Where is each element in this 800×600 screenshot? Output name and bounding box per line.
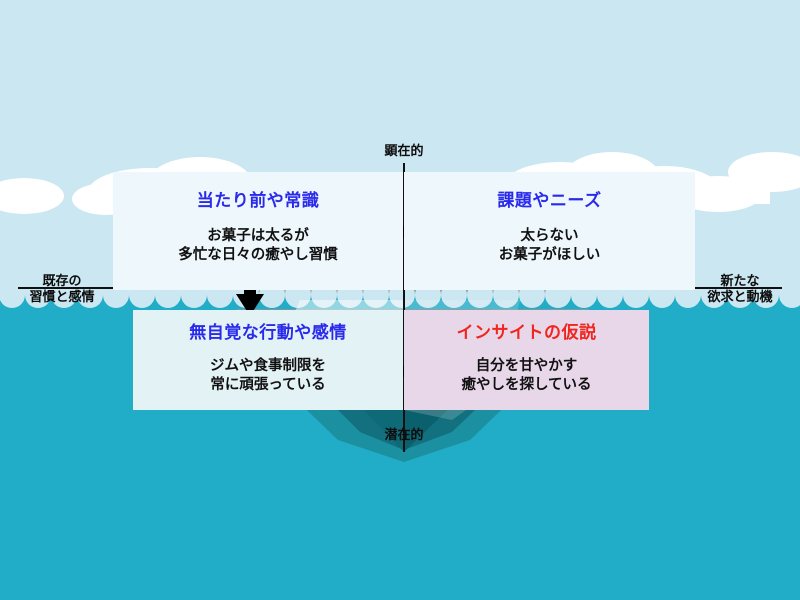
quadrant-top-right-heading: 課題やニーズ: [497, 191, 602, 211]
quadrant-bottom-left-body: ジムや食事制限を 常に頑張っている: [210, 357, 326, 393]
quadrant-top-left-body: お菓子は太るが 多忙な日々の癒やし習慣: [178, 227, 338, 263]
quadrant-bottom-right-body: 自分を甘やかす 癒やしを探している: [461, 357, 592, 393]
axis-label-top: 顕在的: [384, 144, 424, 159]
axis-label-right: 新たな 欲求と動機: [707, 274, 773, 306]
quadrant-top-right-body: 太らない お菓子がほしい: [498, 227, 601, 263]
cloud-far-left: [0, 178, 64, 214]
quadrant-bottom-left: 無自覚な行動や感情 ジムや食事制限を 常に頑張っている: [133, 310, 403, 410]
quadrant-top-left-heading: 当たり前や常識: [196, 191, 320, 211]
quadrant-top-right: 課題やニーズ 太らない お菓子がほしい: [404, 172, 695, 290]
quadrant-bottom-left-heading: 無自覚な行動や感情: [189, 323, 347, 343]
axis-label-left: 既存の 習慣と感情: [29, 274, 95, 306]
quadrant-bottom-right: インサイトの仮説 自分を甘やかす 癒やしを探している: [404, 310, 649, 410]
quadrant-top-left: 当たり前や常識 お菓子は太るが 多忙な日々の癒やし習慣: [113, 172, 403, 290]
quadrant-bottom-right-heading: インサイトの仮説: [456, 323, 597, 343]
axis-label-bottom: 潜在的: [384, 428, 424, 443]
cloud-far-right: [728, 152, 800, 192]
